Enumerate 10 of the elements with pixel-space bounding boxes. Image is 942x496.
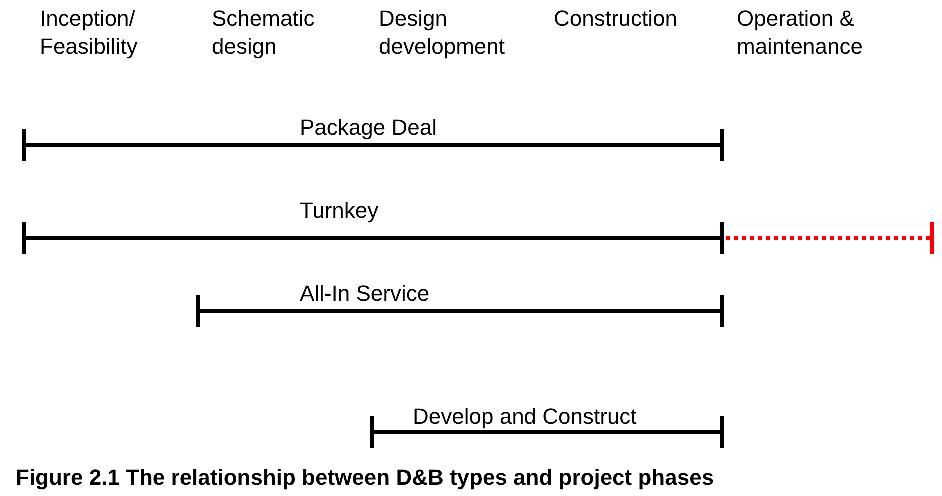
phase-heading: Operation & maintenance	[737, 5, 864, 61]
phase-heading: Design development	[379, 5, 506, 61]
procurement-type-label: All-In Service	[300, 280, 431, 308]
figure-caption: Figure 2.1 The relationship between D&B types and project phases	[16, 464, 714, 492]
phase-heading: Schematic design	[212, 5, 316, 61]
phase-heading: Inception/ Feasibility	[40, 5, 139, 61]
procurement-type-label: Develop and Construct	[413, 403, 638, 431]
procurement-type-label: Turnkey	[300, 197, 380, 225]
procurement-type-label: Package Deal	[300, 114, 438, 142]
phase-heading: Construction	[554, 5, 679, 33]
